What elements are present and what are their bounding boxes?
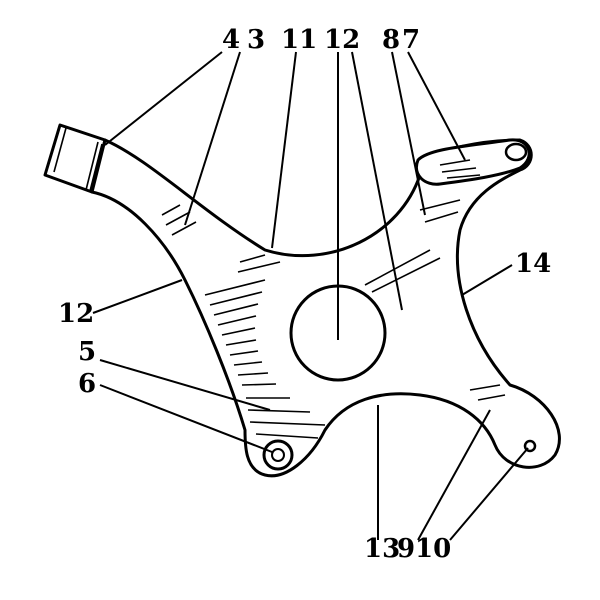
label-12-left: 12 — [58, 299, 94, 329]
label-3: 3 — [247, 25, 265, 55]
label-7: 7 — [402, 25, 420, 55]
label-9: 9 — [397, 534, 415, 564]
label-13: 13 — [364, 534, 400, 564]
label-14: 14 — [515, 249, 551, 279]
label-4-top: 4 — [222, 25, 240, 55]
label-5: 5 — [78, 337, 96, 367]
label-11: 11 — [281, 25, 317, 55]
lower-left-hole — [262, 439, 294, 471]
label-10: 10 — [415, 534, 451, 564]
upper-ear — [415, 138, 531, 186]
label-12-top: 12 — [324, 25, 360, 55]
label-8: 8 — [382, 25, 400, 55]
leader-lines — [92, 51, 529, 541]
reference-numerals: 4 3 11 12 8 7 14 12 5 6 13 9 10 — [58, 25, 551, 564]
left-flange-hatching — [161, 199, 506, 439]
label-6: 6 — [78, 369, 96, 399]
